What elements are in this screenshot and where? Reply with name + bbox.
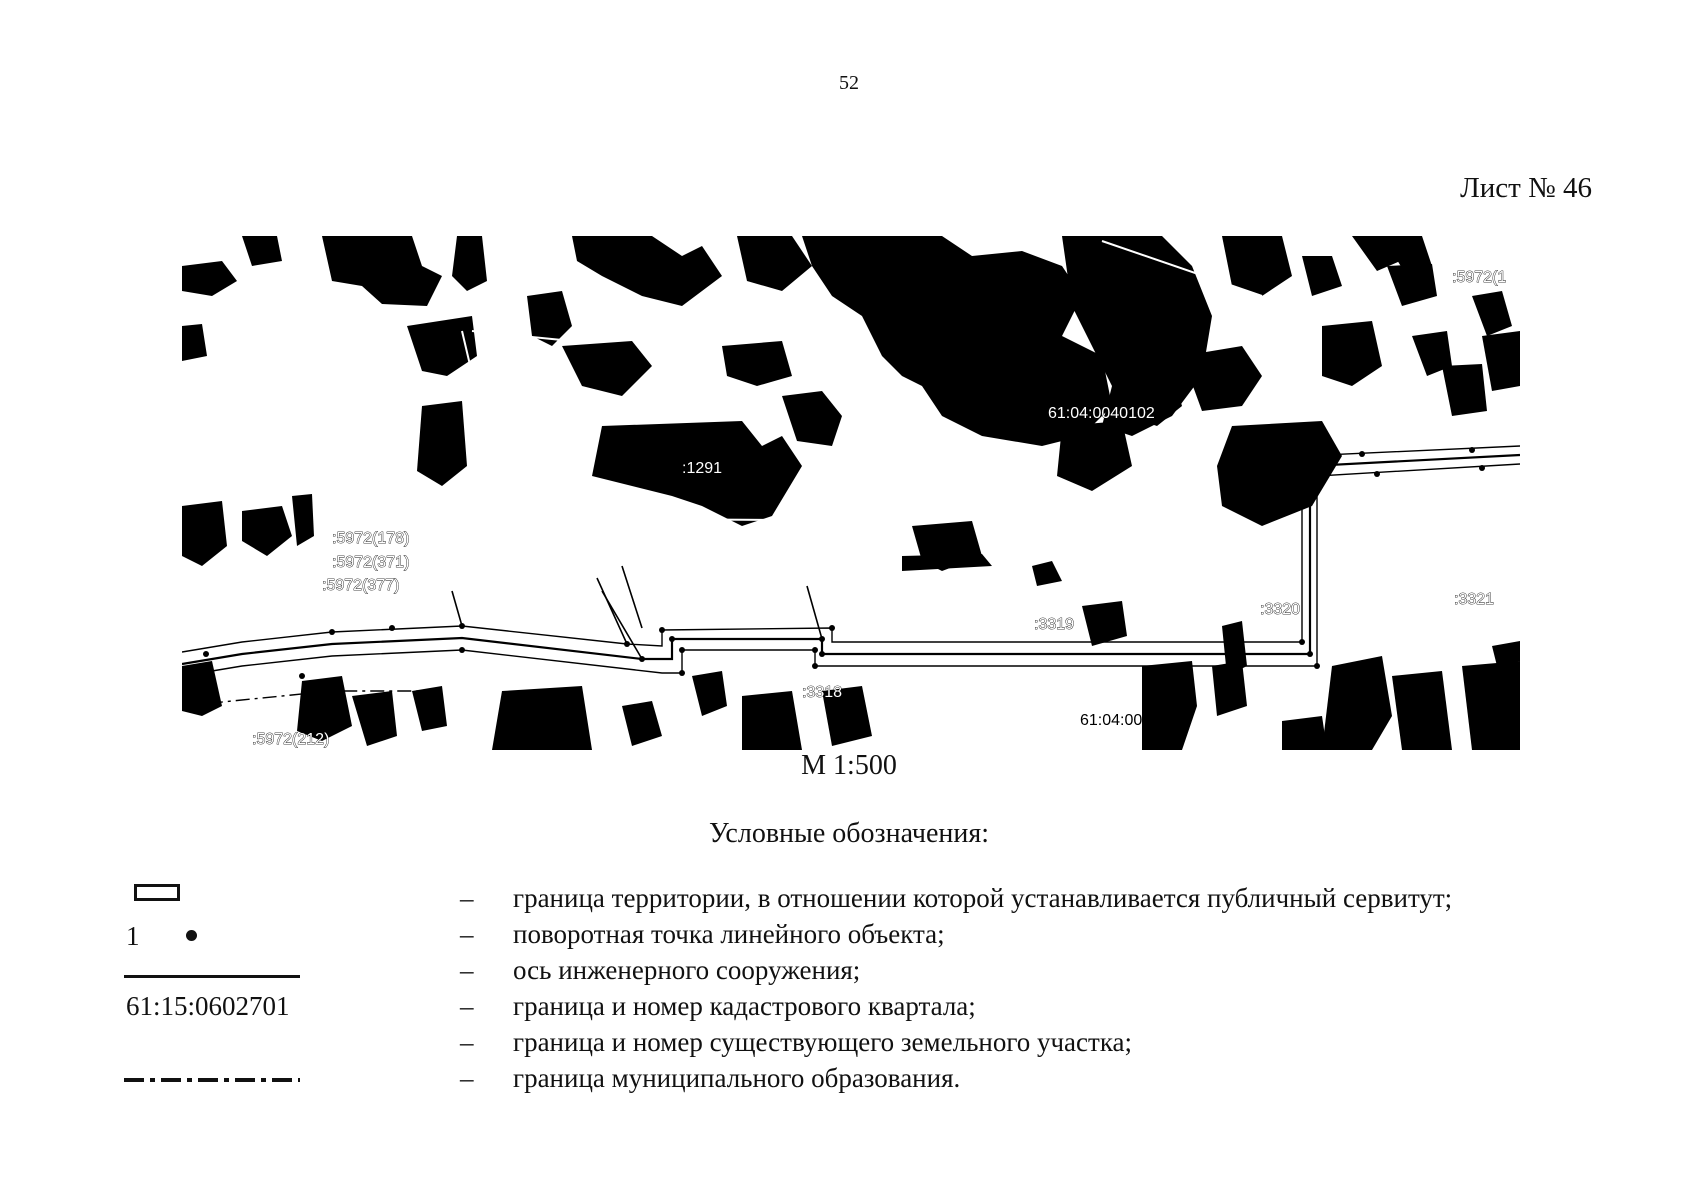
page-number: 52 [839, 72, 859, 94]
legend-symbol-point: 1 [120, 916, 300, 952]
parcel-outlines-light [461, 240, 1263, 533]
legend-dash: – [460, 1027, 474, 1057]
servitude-rectangle-symbol [134, 884, 180, 901]
legend-symbol-solid-line [120, 952, 300, 988]
solid-line-symbol [124, 975, 300, 978]
legend-symbol-quarter: 61:15:0602701 [120, 988, 300, 1024]
engineering-axis [182, 453, 1520, 666]
parcel-label-5972-212: :5972(212) [252, 731, 329, 748]
legend-row-municipal: – граница муниципального образования. [120, 1060, 1600, 1096]
point-number: 1 [126, 921, 140, 951]
legend-text: граница территории, в отношении которой … [513, 883, 1453, 913]
parcel-label-5972-top-right: :5972(1 [1452, 269, 1506, 286]
legend: – граница территории, в отношении которо… [120, 880, 1600, 1096]
municipal-boundary [182, 690, 432, 707]
quarter-number-sample: 61:15:0602701 [126, 991, 290, 1021]
legend-title: Условные обозначения: [708, 818, 990, 849]
legend-row-axis: – ось инженерного сооружения; [120, 952, 1600, 988]
sheet-label: Лист № 46 [1460, 172, 1592, 204]
legend-text: граница муниципального образования. [513, 1063, 961, 1093]
map-svg: 61:04:0040102 61:04:0040104 :1291 :5972(… [182, 236, 1520, 750]
legend-row-turning-point: 1 – поворотная точка линейного объекта; [120, 916, 1600, 952]
quarter-label-bottom: 61:04:0040104 [1080, 712, 1187, 729]
turning-points [199, 447, 1485, 691]
legend-text: граница и номер кадастрового квартала; [513, 991, 976, 1021]
connector-lines [451, 565, 823, 660]
legend-row-quarter: 61:15:0602701 – граница и номер кадастро… [120, 988, 1600, 1024]
parcel-label-5972-377: :5972(377) [322, 577, 399, 594]
legend-row-parcel: – граница и номер существующего земельно… [120, 1024, 1600, 1060]
legend-dash: – [460, 991, 474, 1021]
parcel-label-3321: :3321 [1454, 591, 1494, 608]
legend-symbol-rectangle [120, 880, 300, 916]
map-scale: М 1:500 [801, 750, 897, 781]
parcel-label-3318: :3318 [802, 684, 842, 701]
legend-symbol-dash-dot [120, 1060, 300, 1096]
legend-text: поворотная точка линейного объекта; [513, 919, 945, 949]
parcel-label-5972-178: :5972(178) [332, 530, 409, 547]
aerial-background [182, 236, 1520, 750]
legend-symbol-none [120, 1024, 300, 1060]
legend-dash: – [460, 1063, 474, 1093]
servitude-boundary [182, 445, 1520, 677]
parcel-label-3319: :3319 [1034, 616, 1074, 633]
legend-dash: – [460, 955, 474, 985]
parcel-label-3320: :3320 [1260, 601, 1300, 618]
point-dot-icon [186, 930, 197, 941]
dash-dot-line-symbol [124, 1078, 300, 1082]
parcel-label-5972-371: :5972(371) [332, 554, 409, 571]
legend-text: граница и номер существующего земельного… [513, 1027, 1133, 1057]
legend-text: ось инженерного сооружения; [513, 955, 861, 985]
legend-dash: – [460, 919, 474, 949]
legend-row-servitude: – граница территории, в отношении которо… [120, 880, 1600, 916]
cadastral-map: 61:04:0040102 61:04:0040104 :1291 :5972(… [182, 236, 1520, 750]
parcel-label-1291: :1291 [682, 460, 722, 477]
quarter-label-top: 61:04:0040102 [1048, 405, 1155, 422]
legend-dash: – [460, 883, 474, 913]
